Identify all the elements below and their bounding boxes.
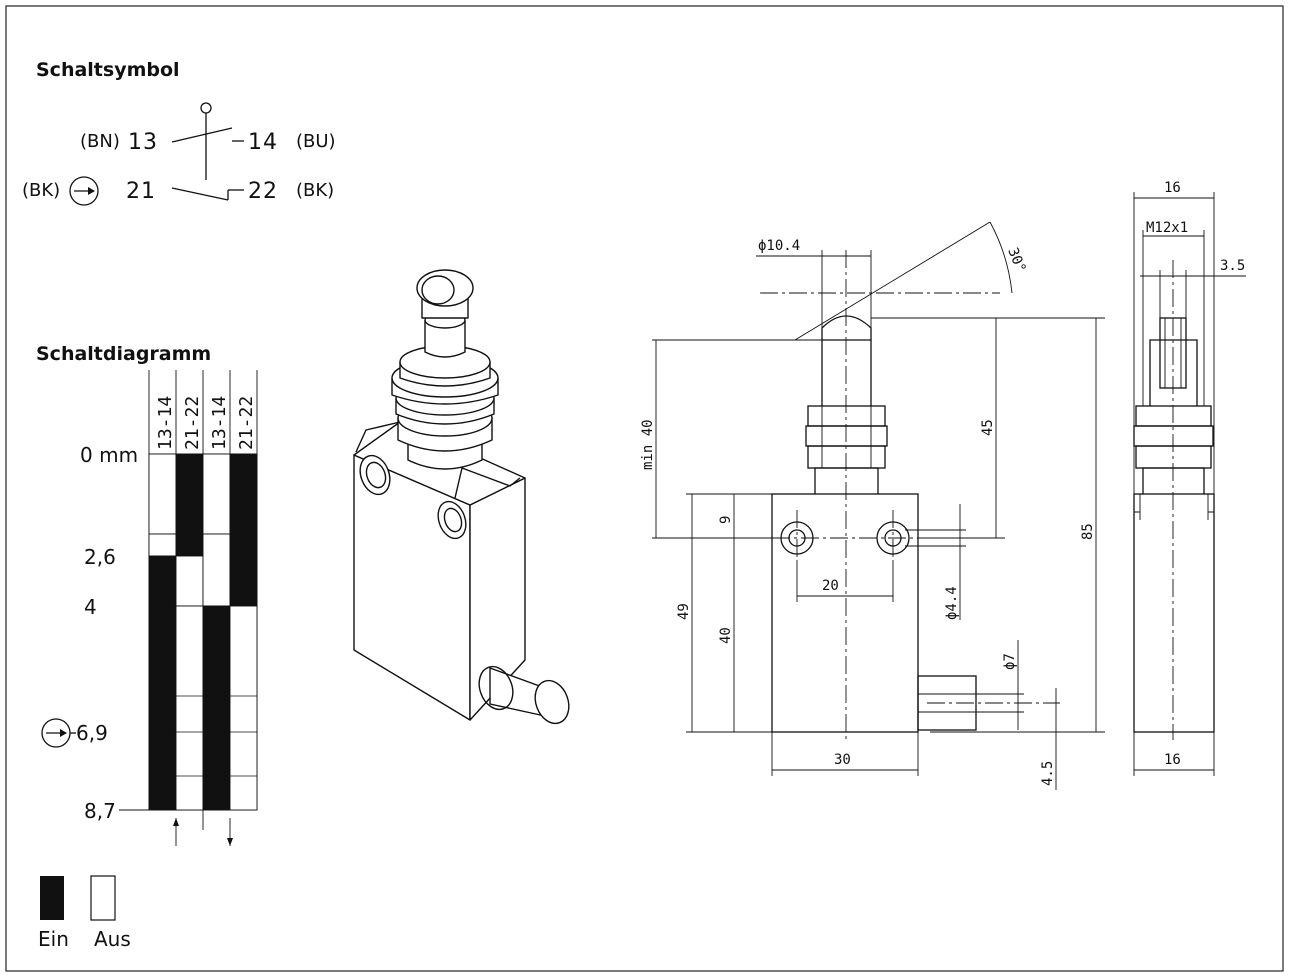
legend-on-swatch — [40, 876, 64, 920]
dim-mount-spacing: 20 — [822, 578, 839, 594]
diagram-cell-c2-s3 — [175, 605, 204, 811]
dim-plunger-height: 45 — [980, 419, 996, 436]
diagram-cells — [148, 453, 258, 811]
diagram-column-4: 21-22 — [236, 396, 257, 450]
diagram-cell-c4-s2 — [229, 533, 258, 607]
dim-body-total: 49 — [676, 603, 692, 620]
diagram-column-1: 13-14 — [155, 396, 176, 450]
diagram-position-3: 6,9 — [76, 721, 108, 745]
diagram-cell-c3-s2 — [202, 533, 231, 607]
sheet-border — [5, 5, 1284, 972]
switch-symbol-title: Schaltsymbol — [36, 59, 180, 81]
symbol-terminal-21: 21 — [126, 179, 156, 204]
arrow-down-icon — [227, 838, 233, 846]
symbol-terminal-22: 22 — [248, 179, 278, 204]
dim-body-height: 40 — [718, 627, 734, 644]
diagram-cell-c1-s1 — [148, 453, 177, 535]
symbol-terminal-14: 14 — [248, 130, 278, 155]
positive-opening-icon — [69, 176, 99, 206]
dim-min-travel: min 40 — [640, 419, 656, 470]
diagram-cell-c4-s3 — [229, 605, 258, 811]
diagram-column-3: 13-14 — [209, 396, 230, 450]
isometric-view — [353, 269, 570, 725]
diagram-cell-c1-s4 — [148, 605, 177, 811]
diagram-position-4: 8,7 — [84, 799, 116, 823]
symbol-color-bk-right: (BK) — [296, 180, 334, 201]
diagram-cell-c2-s1 — [175, 453, 204, 557]
symbol-color-bk-left: (BK) — [22, 180, 60, 201]
switch-symbol: (BN) 13 14 (BU) (BK) 21 22 (BK) — [22, 102, 336, 206]
symbol-color-bn: (BN) — [80, 131, 120, 152]
dim-cable-diameter: ϕ7 — [1002, 653, 1018, 670]
diagram-cell-c4-s1 — [229, 453, 258, 535]
diagram-cell-c3-s1 — [202, 453, 231, 535]
front-view: ϕ10.4 30° min 40 45 85 9 49 40 20 — [640, 221, 1105, 790]
dim-hole-diameter: ϕ4.4 — [944, 586, 960, 620]
dim-roller-width: 3.5 — [1220, 258, 1245, 274]
dim-body-width: 30 — [834, 752, 851, 768]
actuator-circle-icon — [200, 102, 212, 114]
symbol-color-bu: (BU) — [296, 131, 336, 152]
side-view: 16 M12x1 3.5 16 — [1133, 180, 1246, 776]
arrow-up-icon — [173, 818, 179, 826]
legend-off-label: Aus — [94, 927, 131, 951]
dim-cable-offset: 4.5 — [1040, 761, 1056, 786]
legend-on-label: Ein — [38, 927, 69, 951]
legend: Ein Aus — [38, 875, 131, 951]
diagram-position-1: 2,6 — [84, 545, 116, 569]
symbol-terminal-13: 13 — [128, 130, 158, 155]
diagram-position-0: 0 mm — [80, 443, 138, 467]
diagram-cell-c1-s2 — [148, 533, 177, 557]
dim-side-top-width: 16 — [1164, 180, 1181, 196]
switching-diagram: 13-14 21-22 13-14 21-22 0 mm 2,6 4 6,9 8… — [41, 370, 258, 846]
dim-top-offset: 9 — [718, 516, 734, 524]
diagram-column-2: 21-22 — [182, 396, 203, 450]
dim-thread: M12x1 — [1146, 220, 1188, 236]
diagram-cell-c2-s2 — [175, 555, 204, 607]
diagram-position-2: 4 — [84, 595, 97, 619]
diagram-cell-c1-s3 — [148, 555, 177, 607]
switching-diagram-title: Schaltdiagramm — [36, 343, 211, 365]
dim-side-body-width: 16 — [1164, 752, 1181, 768]
dim-overall-height: 85 — [1080, 523, 1096, 540]
diagram-cell-c3-s3 — [202, 605, 231, 811]
dim-roller-diameter: ϕ10.4 — [758, 238, 800, 254]
legend-off-swatch — [90, 875, 116, 921]
